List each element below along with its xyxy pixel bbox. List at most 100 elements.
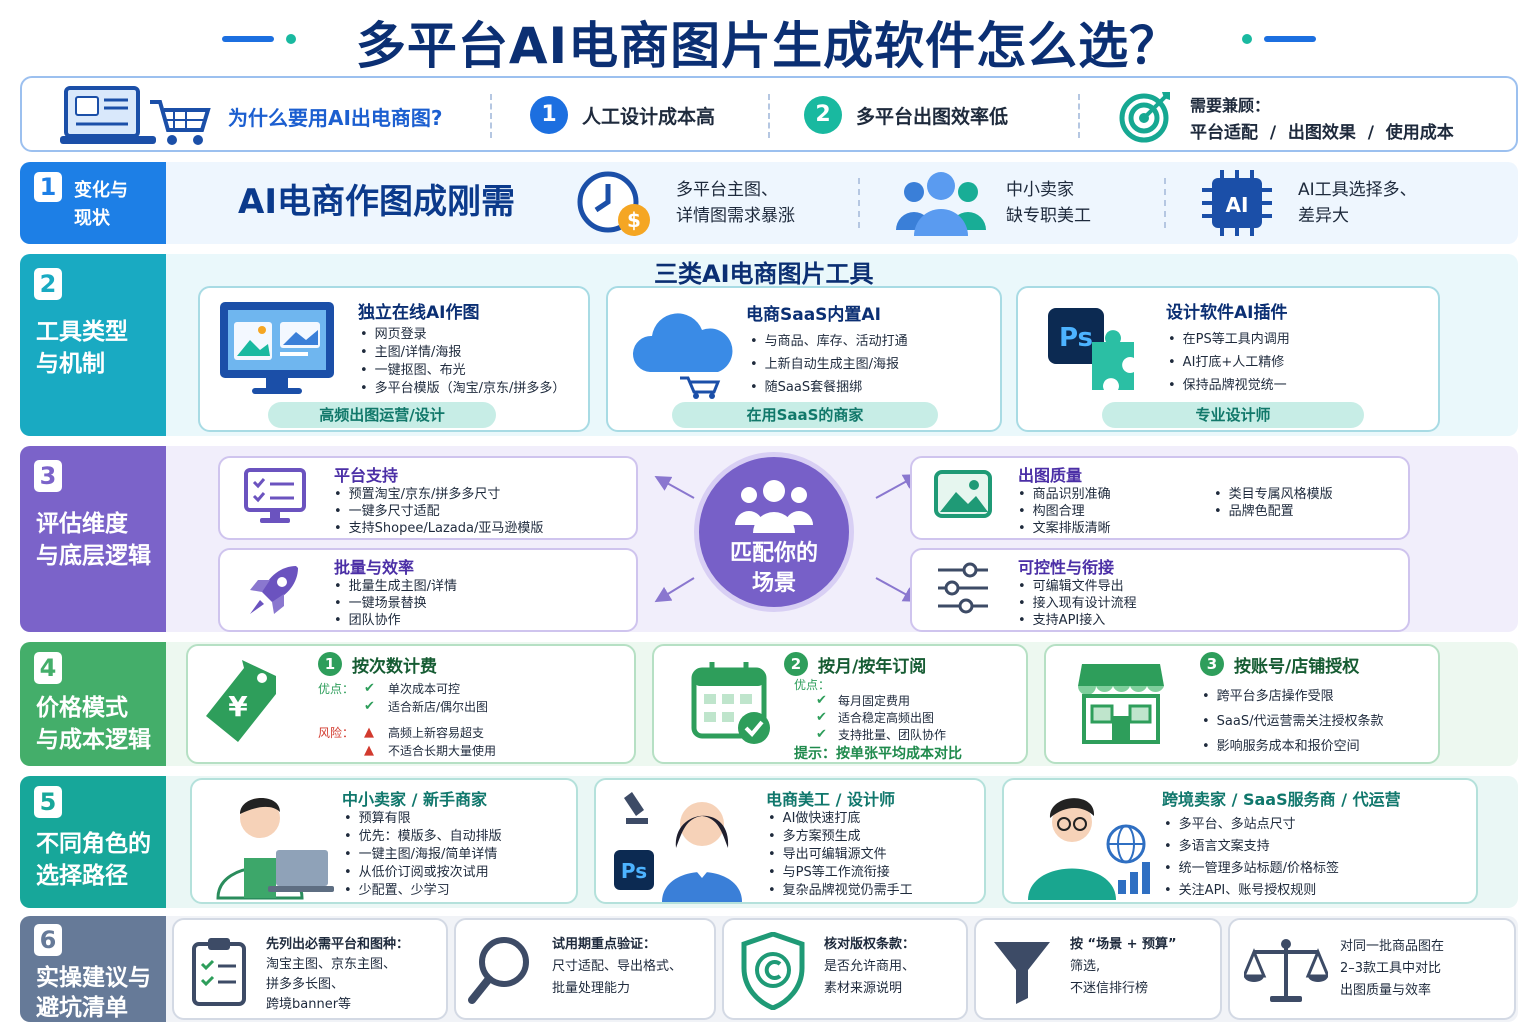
role-card-crossborder: 跨境卖家 / SaaS服务商 / 代运营 多平台、多站点尺寸 多语言文案支持 统…	[1002, 778, 1478, 904]
scale-icon	[1244, 939, 1328, 1002]
list-item: 网页登录	[360, 326, 565, 344]
reason-2-text: 多平台出图效率低	[856, 106, 1009, 128]
tool-card-plugin: Ps 设计软件AI插件 在PS等工具内调用 AI打底+人工精修 保持品牌视觉统一…	[1016, 286, 1440, 432]
pro-item: 支持批量、团队协作	[838, 728, 947, 742]
criteria-card-quality: 出图质量 商品识别准确 构图合理 文案排版清晰 类目专属风格模版 品牌色配置	[910, 456, 1410, 540]
tool-card-saas: 电商SaaS内置AI 与商品、库存、活动打通 上新自动生成主图/海报 随SaaS…	[606, 286, 1002, 432]
role-small-seller-title: 中小卖家 / 新手商家	[342, 790, 487, 809]
tip-1-line: 拼多多长图、	[266, 977, 345, 992]
list-item: 影响服务成本和报价空间	[1202, 734, 1384, 759]
tip-4-line: 筛选,	[1070, 959, 1101, 974]
warning-icon: ▲	[364, 743, 374, 758]
need-list: 平台适配 / 出图效果 / 使用成本	[1190, 123, 1454, 143]
section-3-number: 3	[34, 460, 62, 492]
magnifier-icon	[468, 937, 529, 1004]
list-item: 关注API、账号授权规则	[1164, 880, 1339, 902]
trend-3-line2: 差异大	[1298, 206, 1349, 226]
tip-card-3: 核对版权条款： 是否允许商用、 素材来源说明	[722, 918, 968, 1020]
copyright-shield-icon	[741, 932, 805, 1010]
pricing-3-list: 跨平台多店操作受限 SaaS/代运营需关注授权条款 影响服务成本和报价空间	[1202, 684, 1384, 759]
header: 多平台AI电商图片生成软件怎么选？	[0, 0, 1536, 75]
tool-card-saas-audience: 在用SaaS的商家	[672, 402, 938, 428]
need-title: 需要兼顾：	[1190, 96, 1271, 115]
section-4: 4 价格模式 与成本逻辑 ¥ 1 按次数计费 优点： ✔ 单次成本可控 ✔ 适合…	[20, 642, 1518, 766]
section-4-title-line1: 价格模式	[36, 695, 128, 721]
risk-item: 高频上新容易超支	[388, 726, 485, 740]
pricing-3-badge: 3	[1200, 652, 1224, 676]
tip-card-1: 先列出必需平台和图种： 淘宝主图、京东主图、 拼多多长图、 跨境banner等	[172, 918, 448, 1020]
list-item: 多平台模版（淘宝/京东/拼多多）	[360, 380, 566, 398]
tip-2-line: 尺寸适配、导出格式、	[552, 959, 683, 974]
list-item: 构图合理	[1018, 503, 1111, 520]
section-5-label: 5 不同角色的 选择路径	[20, 776, 166, 908]
tool-card-plugin-audience: 专业设计师	[1102, 402, 1364, 428]
pro-item: 适合新店/偶尔出图	[388, 700, 489, 714]
role-crossborder-title: 跨境卖家 / SaaS服务商 / 代运营	[1162, 790, 1401, 809]
rocket-icon	[250, 566, 298, 614]
list-item: 随SaaS套餐捆绑	[750, 376, 908, 399]
list-item: SaaS/代运营需关注授权条款	[1202, 709, 1384, 734]
section-2: 2 工具类型 与机制 三类AI电商图片工具 独立在线AI作图 网页登录 主图/详…	[20, 254, 1518, 436]
pricing-1-title: 按次数计费	[352, 657, 437, 677]
tip-5-line: 2–3款工具中对比	[1340, 961, 1442, 976]
pricing-card-subscription: 2 按月/按年订阅 优点： ✔ 每月固定费用 ✔ 适合稳定高频出图 ✔ 支持批量…	[652, 644, 1028, 764]
risk-item: 不适合长期大量使用	[388, 744, 497, 758]
tool-card-saas-list: 与商品、库存、活动打通 上新自动生成主图/海报 随SaaS套餐捆绑	[750, 330, 908, 399]
role-small-seller-list: 预算有限 优先：模版多、自动排版 一键主图/海报/简单详情 从低价订阅或按次试用…	[344, 810, 502, 900]
check-icon: ✔	[816, 710, 827, 725]
ai-chip-icon: AI	[1202, 170, 1272, 236]
list-item: 团队协作	[334, 612, 457, 629]
check-icon: ✔	[364, 681, 375, 696]
check-icon: ✔	[816, 693, 827, 708]
pricing-3-title: 按账号/店铺授权	[1234, 657, 1360, 677]
section-1-headline: AI电商作图成刚需	[238, 182, 515, 222]
section-6: 6 实操建议与 避坑清单 先列出必需平台和图种： 淘宝主图、京东主图、 拼多多长…	[20, 916, 1518, 1022]
ps-puzzle-icon: Ps	[1048, 308, 1134, 390]
trend-1-line2: 详情图需求暴涨	[676, 206, 795, 226]
section-1-number: 1	[34, 172, 62, 202]
tool-card-online: 独立在线AI作图 网页登录 主图/详情/海报 一键抠图、布光 多平台模版（淘宝/…	[198, 286, 590, 432]
list-item: 与PS等工作流衔接	[768, 864, 913, 882]
tool-types-title: 三类AI电商图片工具	[654, 260, 874, 288]
tip-1-line: 淘宝主图、京东主图、	[266, 957, 397, 972]
monitor-image-icon	[220, 302, 334, 394]
tip-2-line: 批量处理能力	[552, 981, 631, 996]
list-item: 类目专属风格模版	[1214, 486, 1333, 503]
pricing-2-badge: 2	[784, 652, 808, 676]
section-3-title-line1: 评估维度	[36, 511, 128, 537]
reason-2-badge: 2	[804, 96, 842, 134]
list-item: 一键场景替换	[334, 595, 457, 612]
tool-card-online-list: 网页登录 主图/详情/海报 一键抠图、布光 多平台模版（淘宝/京东/拼多多）	[360, 326, 566, 398]
section-6-number: 6	[34, 924, 62, 956]
section-3-label: 3 评估维度 与底层逻辑	[20, 446, 166, 632]
section-6-title-line1: 实操建议与	[36, 965, 151, 991]
role-designer-title: 电商美工 / 设计师	[766, 790, 895, 809]
tool-card-plugin-list: 在PS等工具内调用 AI打底+人工精修 保持品牌视觉统一	[1168, 328, 1290, 397]
list-item: 从低价订阅或按次试用	[344, 864, 502, 882]
pricing-2-title: 按月/按年订阅	[818, 657, 927, 677]
list-item: 一键多尺寸适配	[334, 503, 543, 520]
list-item: 多语言文案支持	[1164, 836, 1339, 858]
criteria-card-batch: 批量与效率 批量生成主图/详情 一键场景替换 团队协作	[218, 548, 638, 632]
section-2-title-line1: 工具类型	[36, 319, 128, 345]
checklist-monitor-icon	[244, 468, 306, 523]
trend-2-line1: 中小卖家	[1006, 180, 1074, 200]
role-crossborder-list: 多平台、多站点尺寸 多语言文案支持 统一管理多站标题/价格标签 关注API、账号…	[1164, 814, 1339, 902]
pro-item: 单次成本可控	[388, 682, 461, 696]
list-item: 统一管理多站标题/价格标签	[1164, 858, 1339, 880]
criteria-platform-title: 平台支持	[334, 466, 399, 485]
list-item: 跨平台多店操作受限	[1202, 684, 1384, 709]
section-1-body: AI电商作图成刚需 $ 多平台主图、 详情图需求暴涨 中小卖家 缺专职美工	[166, 162, 1518, 244]
trend-1-line1: 多平台主图、	[676, 180, 778, 200]
list-item: 与商品、库存、活动打通	[750, 330, 908, 353]
section-5-number: 5	[34, 786, 62, 818]
section-1-title-line2: 现状	[74, 208, 110, 229]
criteria-quality-list-2: 类目专属风格模版 品牌色配置	[1214, 486, 1333, 520]
clipboard-icon	[192, 938, 246, 1006]
tip-card-5: 对同一批商品图在 2–3款工具中对比 出图质量与效率	[1228, 918, 1516, 1020]
list-item: 预置淘宝/京东/拼多多尺寸	[334, 486, 543, 503]
connector-arrows	[654, 474, 920, 603]
list-item: 在PS等工具内调用	[1168, 328, 1290, 351]
list-item: 预算有限	[344, 810, 502, 828]
reason-1-badge: 1	[530, 96, 568, 134]
